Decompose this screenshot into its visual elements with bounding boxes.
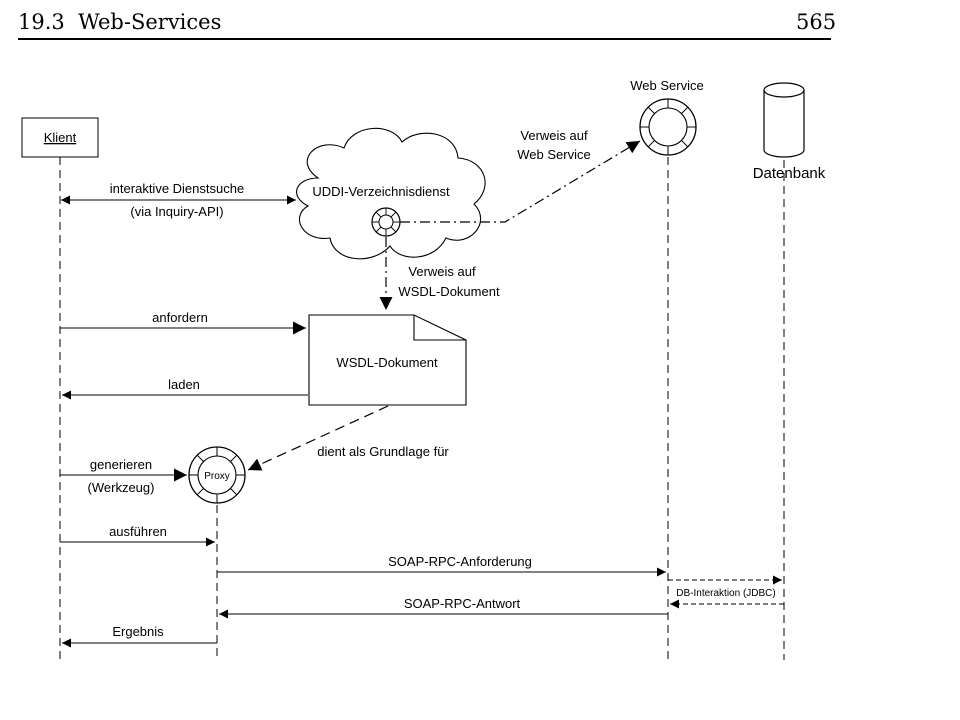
uddi-inner-ring [378, 214, 394, 230]
message-db-interaction: DB-Interaktion (JDBC) [668, 575, 784, 609]
laden-label: laden [168, 377, 200, 392]
client-label: Klient [44, 130, 77, 145]
verweis-ws-label-2: Web Service [517, 147, 590, 162]
lifelines [59, 157, 785, 660]
page-number: 565 [796, 10, 837, 34]
verweis-wsdl-label-1: Verweis auf [408, 264, 476, 279]
wsdl-label: WSDL-Dokument [336, 355, 438, 370]
soap-response-label: SOAP-RPC-Antwort [404, 596, 521, 611]
web-service-participant: Web Service [630, 78, 704, 156]
client-participant: Klient [21, 117, 99, 158]
database-cylinder-top [763, 82, 805, 98]
proxy-participant: Proxy [188, 446, 246, 504]
uddi-cloud [296, 127, 486, 260]
message-soap-request: SOAP-RPC-Anforderung [217, 554, 666, 577]
soap-request-label: SOAP-RPC-Anforderung [388, 554, 532, 569]
header-section: 19.3 Web-Services [18, 10, 221, 34]
message-dienstsuche: interaktive Dienstsuche (via Inquiry-API… [61, 181, 296, 219]
database-participant: Datenbank [753, 82, 826, 182]
section-title: Web-Services [78, 10, 222, 34]
database-cylinder-body [763, 90, 805, 158]
dienstsuche-label-2: (via Inquiry-API) [130, 204, 223, 219]
web-service-inner-ring [648, 107, 688, 147]
web-service-label: Web Service [630, 78, 703, 93]
uddi-ring-segments [372, 208, 400, 236]
ausfuehren-label: ausführen [109, 524, 167, 539]
client-box [21, 117, 99, 158]
web-service-ring-segments [640, 99, 696, 155]
section-number: 19.3 [18, 10, 65, 34]
message-ausfuehren: ausführen [60, 524, 215, 547]
message-verweis-web-service: Verweis auf Web Service [400, 128, 641, 223]
verweis-ws-label-1: Verweis auf [520, 128, 588, 143]
verweis-wsdl-label-2: WSDL-Dokument [398, 284, 500, 299]
generieren-label-1: generieren [90, 457, 152, 472]
header-rule [18, 38, 831, 40]
database-label: Datenbank [753, 165, 826, 182]
proxy-label: Proxy [204, 471, 230, 482]
message-anfordern: anfordern [60, 310, 306, 335]
wsdl-participant: WSDL-Dokument [308, 314, 467, 406]
anfordern-label: anfordern [152, 310, 208, 325]
db-interaction-label: DB-Interaktion (JDBC) [676, 588, 775, 599]
dienstsuche-label-1: interaktive Dienstsuche [110, 181, 244, 196]
message-ergebnis: Ergebnis [62, 624, 217, 648]
generieren-label-2: (Werkzeug) [88, 480, 155, 495]
proxy-ring-segments [189, 447, 245, 503]
grundlage-label: dient als Grundlage für [317, 444, 449, 459]
message-generieren: generieren (Werkzeug) [60, 457, 187, 495]
wsdl-document-fold [413, 315, 466, 341]
ergebnis-label: Ergebnis [112, 624, 164, 639]
uddi-participant: UDDI-Verzeichnisdienst [296, 127, 486, 260]
message-verweis-wsdl: Verweis auf WSDL-Dokument [379, 237, 500, 310]
message-grundlage: dient als Grundlage für [247, 405, 449, 471]
message-laden: laden [62, 377, 308, 400]
wsdl-document-shape [308, 314, 467, 406]
uddi-label: UDDI-Verzeichnisdienst [312, 184, 450, 199]
message-soap-response: SOAP-RPC-Antwort [219, 596, 668, 619]
